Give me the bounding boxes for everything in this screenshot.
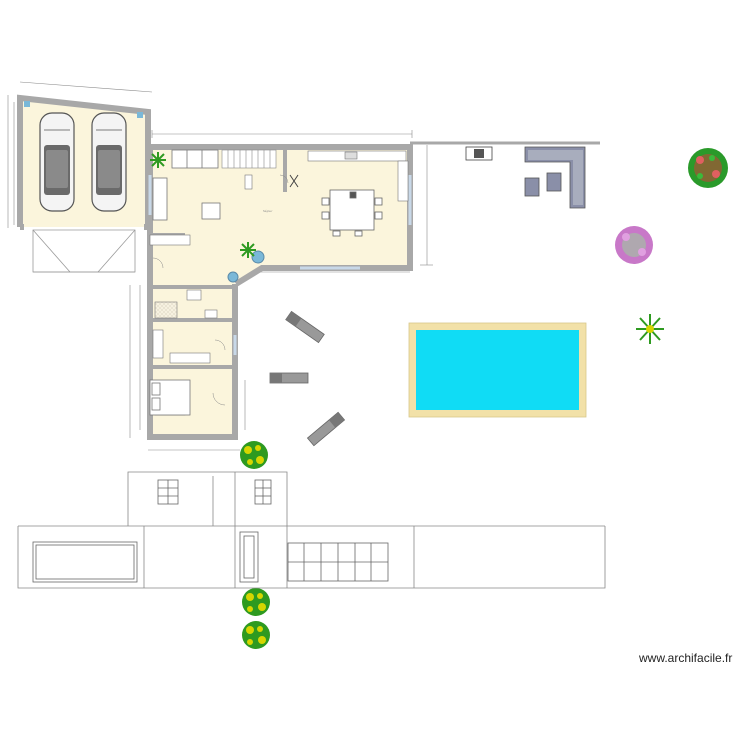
garage bbox=[17, 94, 151, 230]
window-icon bbox=[254, 479, 272, 505]
car-icon bbox=[39, 112, 75, 212]
swimming-pool-icon bbox=[408, 322, 587, 418]
barbecue-icon bbox=[465, 146, 493, 161]
bay-window-icon bbox=[287, 542, 389, 582]
outdoor-lounge-sofa bbox=[524, 146, 586, 209]
garage-post-icon bbox=[137, 112, 143, 118]
garage-door-icon bbox=[32, 541, 138, 583]
elevation-lower bbox=[17, 525, 606, 589]
plant-icon bbox=[242, 621, 270, 649]
elevation-upper bbox=[127, 471, 288, 526]
svg-text:Séjour: Séjour bbox=[263, 209, 273, 213]
sofa-icon bbox=[152, 149, 219, 221]
armchair-icon bbox=[524, 177, 540, 197]
cabinet-icon bbox=[149, 234, 191, 246]
armchair-icon bbox=[546, 172, 562, 192]
column-icon bbox=[227, 250, 265, 283]
bush-icon bbox=[615, 226, 653, 264]
dining-table-icon bbox=[321, 189, 383, 237]
car-icon bbox=[91, 112, 127, 212]
window-icon bbox=[148, 175, 412, 355]
lounger-icon bbox=[269, 372, 309, 384]
lounger-icon bbox=[306, 411, 346, 447]
kitchen-counter bbox=[307, 150, 409, 202]
plant-icon bbox=[636, 314, 664, 344]
bush-icon bbox=[688, 148, 728, 188]
window-icon bbox=[157, 479, 179, 505]
watermark-text: www.archifacile.fr bbox=[639, 651, 733, 665]
door-icon bbox=[152, 174, 289, 406]
garage-post-icon bbox=[24, 101, 30, 107]
window-icon bbox=[239, 531, 259, 583]
plant-icon bbox=[150, 152, 166, 168]
lounger-icon bbox=[285, 310, 325, 344]
bed-icon bbox=[149, 379, 191, 416]
plant-icon bbox=[240, 441, 268, 469]
kitchen-appliance-icon bbox=[289, 174, 299, 188]
staircase-icon bbox=[221, 149, 277, 169]
plant-icon bbox=[240, 242, 256, 258]
fridge-icon bbox=[244, 174, 253, 190]
plant-icon bbox=[242, 588, 270, 616]
coffee-table-icon bbox=[201, 202, 221, 220]
carport bbox=[32, 229, 136, 273]
